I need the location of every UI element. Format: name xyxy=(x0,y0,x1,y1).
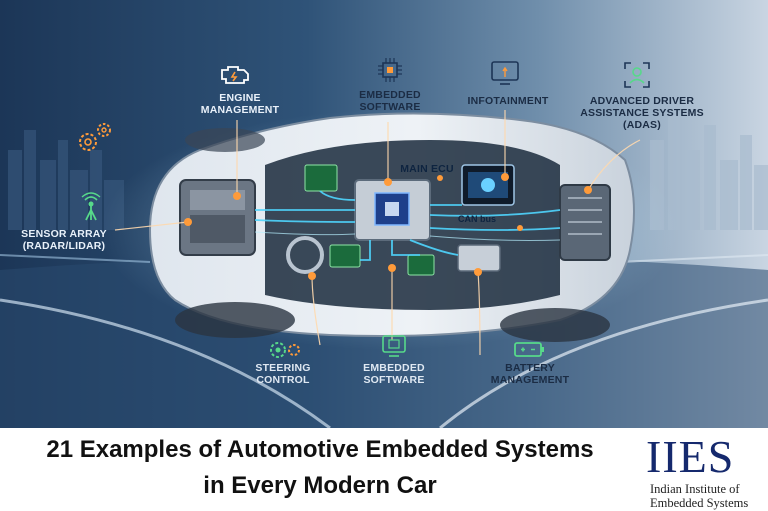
face-scan-icon xyxy=(624,62,650,88)
radar-icon xyxy=(81,192,101,221)
label-text: EMBEDDED SOFTWARE xyxy=(363,362,425,386)
label-text: MAIN ECU xyxy=(400,163,454,175)
label-text: ADVANCED DRIVER ASSISTANCE SYSTEMS (ADAS… xyxy=(580,95,704,131)
label-text: INFOTAINMENT xyxy=(467,95,549,107)
iies-logo: IIES xyxy=(646,431,735,482)
label-text: BATTERY MANAGEMENT xyxy=(490,362,570,386)
label-text: ENGINE MANAGEMENT xyxy=(200,92,280,116)
label-text: EMBEDDED SOFTWARE xyxy=(359,89,421,113)
label-embedded-software-top: EMBEDDED SOFTWARE xyxy=(350,89,430,113)
battery-icon xyxy=(514,342,544,357)
chip-icon xyxy=(378,58,402,82)
connection-points xyxy=(184,173,592,280)
car-illustration xyxy=(0,110,768,428)
label-infotainment: INFOTAINMENT xyxy=(458,95,558,107)
gears-icon xyxy=(79,123,111,151)
label-steering-control: STEERING CONTROL xyxy=(240,362,326,386)
label-main-ecu: MAIN ECU xyxy=(392,163,462,175)
label-battery-management: BATTERY MANAGEMENT xyxy=(480,362,580,386)
logo-subtitle-line2: Embedded Systems xyxy=(650,496,749,510)
label-adas: ADVANCED DRIVER ASSISTANCE SYSTEMS (ADAS… xyxy=(572,95,712,131)
page-title-line2: in Every Modern Car xyxy=(203,472,437,499)
label-text: CAN bus xyxy=(458,214,496,224)
city-skyline-right xyxy=(650,115,768,230)
label-embedded-software-bottom: EMBEDDED SOFTWARE xyxy=(352,362,436,386)
label-text: STEERING CONTROL xyxy=(255,362,311,386)
page-title-line1: 21 Examples of Automotive Embedded Syste… xyxy=(46,436,594,463)
label-engine-management: ENGINE MANAGEMENT xyxy=(196,92,284,116)
footer: 21 Examples of Automotive Embedded Syste… xyxy=(0,428,768,511)
chip-screen-icon xyxy=(382,335,406,357)
touch-screen-icon xyxy=(491,61,519,85)
hero-banner: ENGINE MANAGEMENT EMBEDDED SOFTWARE INFO… xyxy=(0,0,768,428)
label-sensor-array: SENSOR ARRAY (RADAR/LIDAR) xyxy=(8,228,120,252)
logo-subtitle-line1: Indian Institute of xyxy=(650,482,740,496)
label-text: SENSOR ARRAY (RADAR/LIDAR) xyxy=(21,228,107,252)
engine-icon xyxy=(221,66,249,84)
steering-gears-icon xyxy=(270,342,300,358)
label-can-bus: CAN bus xyxy=(458,214,496,224)
